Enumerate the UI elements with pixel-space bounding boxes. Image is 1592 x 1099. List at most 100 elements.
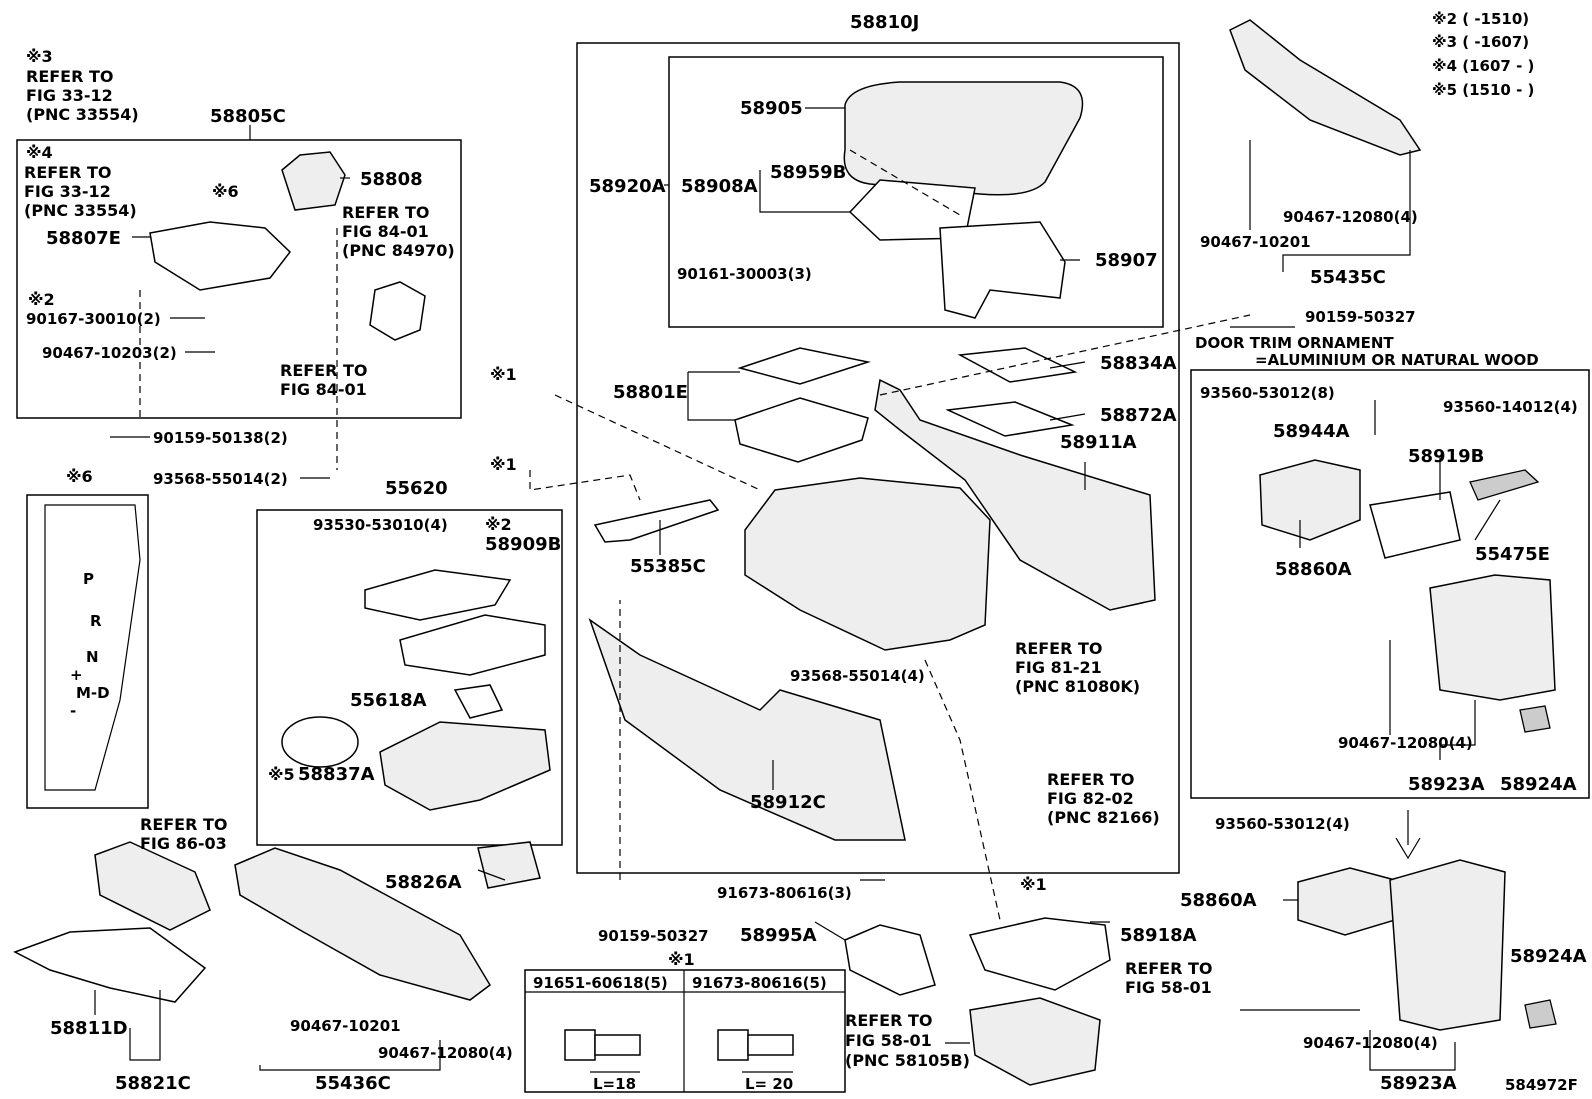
part-label: 55620 [385,478,448,499]
vent-58860A [1259,459,1361,541]
part-label: 93568-55014(2) [153,470,288,488]
bolt-length: L= 20 [745,1075,793,1093]
bolt-shank-1 [594,1034,641,1056]
refer-note: REFER TO FIG 58-01 [1125,959,1213,997]
leader [554,394,761,491]
part-label: 91673-80616(3) [717,884,852,902]
shift-lever-assy [369,281,426,341]
lid-latch [939,221,1066,319]
svg-text:REFER TO: REFER TO [1015,639,1103,658]
svg-text:REFER TO: REFER TO [845,1011,933,1030]
part-label: 90159-50327 [598,927,709,945]
part-label: 93560-53012(4) [1215,815,1350,833]
svg-text:FIG 82-02: FIG 82-02 [1047,789,1134,808]
console-mat [737,347,871,385]
part-label: 93560-14012(4) [1443,398,1578,416]
refer-note: REFER TO FIG 33-12 (PNC 33554) [26,67,139,124]
part-label: 58944A [1273,421,1350,442]
part-label: 90159-50138(2) [153,429,288,447]
cup-holder-mat-58837A [281,716,359,768]
bolt-shank-2 [747,1034,794,1056]
part-label: 55435C [1310,267,1386,288]
note-mark: ※1 [490,365,517,384]
leader [879,314,1251,396]
cup-holder-lid [399,614,546,676]
part-label: 58826A [385,872,462,893]
part-label: 58919B [1408,446,1484,467]
part-label: 90167-30010(2) [26,310,161,328]
part-label: 58959B [770,162,846,183]
svg-text:FIG 81-21: FIG 81-21 [1015,658,1102,677]
part-label: 55618A [350,690,427,711]
cup-holder-body [379,721,551,811]
part-label: 58905 [740,98,803,119]
note-mark: ※4 [26,143,53,162]
refer-note: REFER TO FIG 33-12 (PNC 33554) [24,163,137,220]
part-label: 58908A [681,176,758,197]
svg-text:REFER TO: REFER TO [342,203,430,222]
mat-58872A [945,401,1075,437]
part-label: 55385C [630,556,706,577]
down-arrow [1395,810,1421,860]
console-lower-panel [588,618,906,841]
gear-letter: + [70,666,83,684]
note-mark: ※2 [28,290,55,309]
part-label: 58923A [1408,774,1485,795]
upper-panel-58821C [94,841,211,931]
part-label: 58923A [1380,1073,1457,1094]
shift-bezel-58807E [149,221,292,291]
bracket-58995A [844,924,936,996]
svg-text:FIG 86-03: FIG 86-03 [140,834,227,853]
bolt-table-label: 91651-60618(5) [533,974,668,992]
refer-note: REFER TO FIG 82-02 (PNC 82166) [1047,770,1160,827]
console-box-body [744,477,991,651]
svg-text:REFER TO: REFER TO [1125,959,1213,978]
leader [1369,1030,1456,1071]
note-mark: ※3 [26,47,53,66]
part-label: 58810J [850,12,919,33]
part-label: 58924A [1500,774,1577,795]
header-note: ※5 (1510 - ) [1432,81,1534,99]
part-label: 58860A [1275,559,1352,580]
part-label: 90467-10201 [290,1017,401,1035]
part-labels: 58810J 58905 58920A 58908A 58959B 90161-… [26,12,1587,1094]
bracket-base [969,997,1101,1086]
gear-letter: P [83,570,94,588]
part-label: 90159-50327 [1305,308,1416,326]
part-label: 93530-53010(4) [313,516,448,534]
part-label: 58811D [50,1018,128,1039]
part-label: 90467-12080(4) [378,1044,513,1062]
console-tray [734,397,869,463]
part-label: 90467-10203(2) [42,344,177,362]
ornament-note: DOOR TRIM ORNAMENT [1195,334,1394,352]
refer-note: REFER TO FIG 58-01 (PNC 58105B) [845,1011,970,1070]
part-label: 93560-53012(8) [1200,384,1335,402]
part-label: 58924A [1510,946,1587,967]
leader [1474,499,1501,541]
console-side-panel [874,378,1156,611]
frame-ornament [1190,369,1590,799]
cup-holder-frame-58909B [364,569,512,621]
gear-letter: N [86,648,99,666]
leader [814,921,846,941]
part-label: 55475E [1475,544,1550,565]
leader [129,990,161,1061]
usb-58924A-b [1524,999,1557,1029]
part-label: 58907 [1095,250,1158,271]
header-note: ※3 ( -1607) [1432,33,1529,51]
leader [1439,700,1476,760]
ornament-55475E [1469,469,1540,501]
svg-text:(PNC 33554): (PNC 33554) [24,201,137,220]
refer-note: REFER TO FIG 81-21 (PNC 81080K) [1015,639,1140,696]
part-label: 58911A [1060,432,1137,453]
shift-knob-58808 [281,151,346,211]
svg-text:FIG 84-01: FIG 84-01 [342,222,429,241]
part-label: 90467-10201 [1200,233,1311,251]
part-label: 90161-30003(3) [677,265,812,283]
bolt-head-1 [564,1029,596,1061]
part-label: 93568-55014(4) [790,667,925,685]
frame-58805C [16,139,462,419]
svg-text:FIG 58-01: FIG 58-01 [1125,978,1212,997]
svg-text:REFER TO: REFER TO [280,361,368,380]
